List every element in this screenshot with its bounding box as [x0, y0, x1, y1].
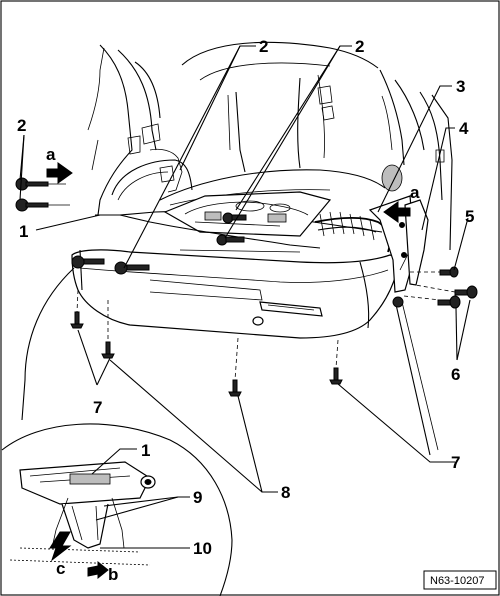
assembly-guide-lines	[76, 271, 456, 381]
callout-7-right: 7	[451, 453, 460, 472]
screw-7-centre	[101, 341, 115, 359]
callout-b: b	[108, 565, 118, 584]
bumper-cover	[71, 249, 401, 339]
callout-3: 3	[456, 77, 465, 96]
callout-a-left: a	[46, 145, 56, 164]
arrow-b	[87, 560, 109, 580]
screw-2-lower	[15, 198, 70, 212]
detail-leader-curve	[21, 267, 75, 421]
figure-ref: N63-10207	[430, 575, 484, 587]
callout-9: 9	[193, 488, 202, 507]
screw-right-corner	[392, 296, 404, 308]
callout-2-left: 2	[17, 116, 26, 135]
tow-eye-cover	[252, 316, 264, 326]
callout-4: 4	[459, 119, 469, 138]
screw-2-left-installed	[71, 255, 105, 269]
arrow-a-right	[383, 201, 411, 223]
screw-6-upper	[454, 285, 478, 299]
vehicle-rear-body	[87, 41, 453, 253]
callout-c: c	[56, 559, 65, 578]
callout-8: 8	[281, 483, 290, 502]
callout-7-left: 7	[93, 398, 102, 417]
callout-10: 10	[193, 539, 212, 558]
callout-labels: 2 1 2 2 3 4 5 6 7 7 8 1 9 10 a a c b	[17, 37, 474, 584]
callout-1-top: 1	[19, 222, 28, 241]
screws	[15, 177, 478, 397]
screw-2-upper	[15, 177, 66, 191]
callout-2-right: 2	[355, 37, 364, 56]
callout-5: 5	[465, 207, 474, 226]
screw-7-right	[329, 367, 343, 385]
callout-6: 6	[451, 365, 460, 384]
detail-inset	[1, 423, 233, 596]
luggage-floor-cover	[163, 191, 332, 237]
figure-ref-box	[423, 570, 497, 590]
callout-1-detail: 1	[141, 441, 150, 460]
bumper-guide	[368, 195, 429, 293]
callout-a-right: a	[410, 183, 420, 202]
callout-2-mid: 2	[259, 37, 268, 56]
side-strip-line	[394, 299, 431, 456]
nut-5	[439, 266, 459, 278]
leader-lines	[19, 45, 471, 493]
screw-2-floor-right	[216, 234, 245, 246]
arrow-a-left	[46, 162, 73, 184]
screw-2-mid-installed	[114, 261, 150, 275]
tail-light-recess	[381, 164, 403, 192]
screw-6-lower	[437, 295, 461, 309]
screw-7-left	[70, 311, 84, 329]
arrow-c	[49, 531, 72, 562]
screw-8	[228, 379, 242, 397]
